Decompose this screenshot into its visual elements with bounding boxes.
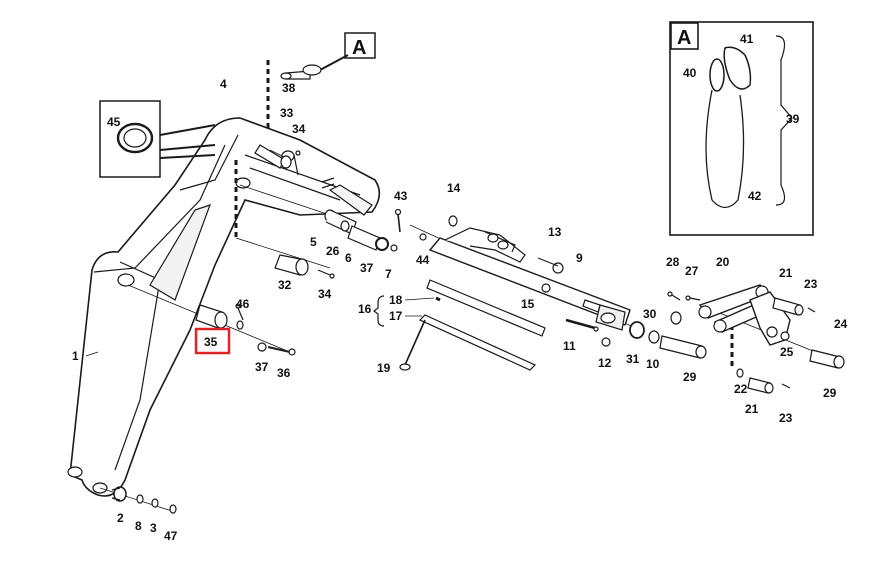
callout-11: 11 <box>563 339 576 353</box>
dashed-leaders <box>234 60 734 368</box>
highlight-box-35 <box>194 327 231 355</box>
callout-30: 30 <box>643 307 657 321</box>
callout-25: 25 <box>780 345 794 359</box>
detail-a-inset <box>669 21 814 236</box>
callout-21-lower: 21 <box>745 402 759 416</box>
pin-11 <box>565 318 599 332</box>
pin-33 <box>254 144 292 169</box>
callout-41: 41 <box>740 32 754 46</box>
callout-46: 46 <box>236 297 250 311</box>
callout-34-upper: 34 <box>292 122 306 136</box>
callout-27: 27 <box>685 264 699 278</box>
callout-42: 42 <box>748 189 762 203</box>
callout-13: 13 <box>548 225 562 239</box>
callout-47: 47 <box>164 529 178 543</box>
pins-21-23 <box>736 297 845 394</box>
callout-38: 38 <box>282 81 296 95</box>
callout-37-lower: 37 <box>255 360 269 374</box>
main-a-marker <box>302 32 376 76</box>
callout-29-right: 29 <box>823 386 837 400</box>
callout-40: 40 <box>683 66 697 80</box>
callout-14: 14 <box>447 181 461 195</box>
callout-26: 26 <box>326 244 340 258</box>
callout-33: 33 <box>280 106 294 120</box>
detail-marker-inset: A <box>677 27 691 49</box>
callout-7: 7 <box>385 267 392 281</box>
washers-2-8-3-47 <box>111 486 177 514</box>
callout-6: 6 <box>345 251 352 265</box>
callout-34-lower: 34 <box>318 287 332 301</box>
callout-29-mid: 29 <box>683 370 697 384</box>
bracket-9 <box>428 227 631 331</box>
callout-39: 39 <box>786 112 800 126</box>
callout-32: 32 <box>278 278 292 292</box>
callout-17: 17 <box>389 309 403 323</box>
washer-14 <box>448 215 458 227</box>
callout-9: 9 <box>576 251 583 265</box>
callout-36: 36 <box>277 366 291 380</box>
strips-15-17 <box>399 279 546 371</box>
pin-32-34 <box>274 254 335 279</box>
bushings-5-6-26-37-7 <box>324 208 427 252</box>
washer-12 <box>601 337 611 347</box>
callout-8: 8 <box>135 519 142 533</box>
callout-21-upper: 21 <box>779 266 793 280</box>
callout-43: 43 <box>394 189 408 203</box>
pin-35-group <box>195 303 296 356</box>
seal-inset <box>99 100 216 178</box>
callout-10: 10 <box>646 357 660 371</box>
detail-marker-main: A <box>352 37 366 59</box>
linkage-20-24 <box>667 284 791 346</box>
callout-2: 2 <box>117 511 124 525</box>
callout-18: 18 <box>389 293 403 307</box>
callout-1: 1 <box>72 349 79 363</box>
callout-23-lower: 23 <box>779 411 793 425</box>
callout-44: 44 <box>416 253 430 267</box>
callout-12: 12 <box>598 356 612 370</box>
callout-4: 4 <box>220 77 227 91</box>
callout-28: 28 <box>666 255 680 269</box>
callout-24: 24 <box>834 317 848 331</box>
callout-labels: 1 2 8 3 47 4 45 38 33 34 5 26 6 37 7 43 … <box>72 27 848 543</box>
callout-45: 45 <box>107 115 121 129</box>
callout-35: 35 <box>204 335 218 349</box>
callout-22: 22 <box>734 382 748 396</box>
callout-15: 15 <box>521 297 535 311</box>
pin-34-upper <box>293 150 301 176</box>
callout-31: 31 <box>626 352 640 366</box>
callout-20: 20 <box>716 255 730 269</box>
callout-16: 16 <box>358 302 372 316</box>
callout-5: 5 <box>310 235 317 249</box>
callout-37-upper: 37 <box>360 261 374 275</box>
pins-30-31-10-29 <box>629 311 707 359</box>
callout-19: 19 <box>377 361 391 375</box>
callout-3: 3 <box>150 521 157 535</box>
callout-23-upper: 23 <box>804 277 818 291</box>
